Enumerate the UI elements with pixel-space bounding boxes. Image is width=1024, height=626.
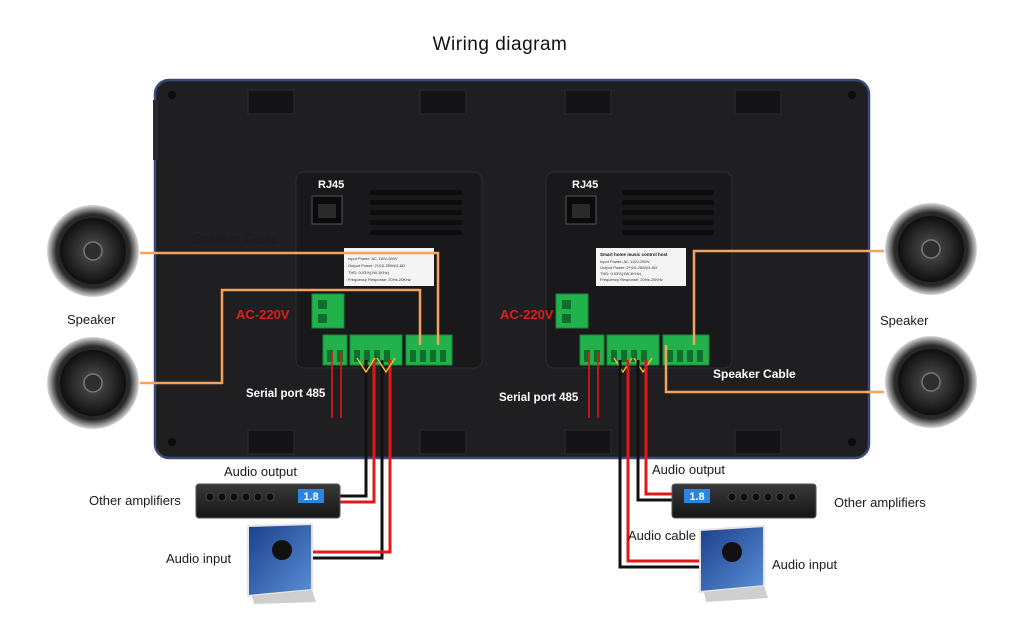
amplifier-display-right-text: 1.8 (689, 491, 704, 503)
amplifier-right: 1.8 (671, 483, 817, 519)
amplifier-display-left-text: 1.8 (303, 491, 318, 503)
spec-right-title: Smart home music control host (600, 252, 668, 257)
label-ac-left: AC-220V (236, 307, 290, 322)
label-audio-input-right: Audio input (772, 557, 837, 572)
terminal-485-right (579, 334, 605, 366)
label-audio-input-left: Audio input (166, 551, 231, 566)
label-other-amplifiers-left: Other amplifiers (89, 493, 181, 508)
speaker-left-top (47, 205, 139, 297)
label-ac-right: AC-220V (500, 307, 554, 322)
label-speaker-cable-left: Speaker Cable (192, 231, 278, 246)
speaker-cables (140, 249, 884, 394)
spec-right-line-4: Frequency Response: 20Hz-20KHz (600, 277, 663, 282)
spec-left-line-1: Input Power: AC 110V-250V (348, 256, 398, 261)
spec-left-line-3: THD: 0.03%(1W,1KHz) (348, 270, 390, 275)
label-other-amplifiers-right: Other amplifiers (834, 495, 926, 510)
serial-485-wires (331, 352, 599, 418)
speaker-right-bottom (885, 336, 977, 428)
speaker-right-top (885, 203, 977, 295)
label-speaker-right: Speaker (880, 313, 929, 328)
spec-label-right (596, 248, 686, 286)
module-left (295, 171, 483, 369)
label-rj45-left: RJ45 (318, 179, 344, 191)
audio-source-right (699, 524, 768, 602)
amplifier-display-left (298, 489, 324, 503)
diagram-title: Wiring diagram (433, 34, 568, 55)
spec-left-line-2: Output Power: 2*(10-25W)/4-8Ω (348, 263, 405, 268)
label-audio-output-left: Audio output (224, 464, 297, 479)
amplifier-display-right (684, 489, 710, 503)
audio-source-left (247, 522, 316, 604)
spec-lines-left: Input Power: AC 110V-250V Output Power: … (348, 256, 411, 282)
module-right (545, 171, 733, 369)
spec-left-line-4: Frequency Response: 20Hz-20KHz (348, 277, 411, 282)
spec-right-line-2: Output Power: 2*(10-25W)/4-8Ω (600, 265, 657, 270)
terminal-485-left (322, 334, 348, 366)
spec-right-line-3: THD: 0.03%(1W,1KHz) (600, 271, 642, 276)
audio-cables-left (312, 360, 392, 560)
label-speaker-left: Speaker (67, 312, 116, 327)
label-speaker-cable-right: Speaker Cable (713, 367, 796, 381)
spec-right-line-1: Input Power: AC 110V-250V (600, 259, 650, 264)
ac-connector-right (555, 293, 589, 329)
spec-lines-right: Smart home music control host Input Powe… (600, 252, 668, 282)
audio-cables-right (618, 360, 700, 569)
label-audio-output-right: Audio output (652, 462, 725, 477)
ac-connector-left (311, 293, 345, 329)
label-serial-left: Serial port 485 (246, 388, 326, 400)
label-serial-right: Serial port 485 (499, 392, 579, 404)
spec-label-left (344, 248, 434, 286)
label-audio-cable-right: Audio cable (628, 528, 696, 543)
amplifier-left: 1.8 (195, 483, 341, 519)
label-rj45-right: RJ45 (572, 179, 598, 191)
speaker-left-bottom (47, 337, 139, 429)
